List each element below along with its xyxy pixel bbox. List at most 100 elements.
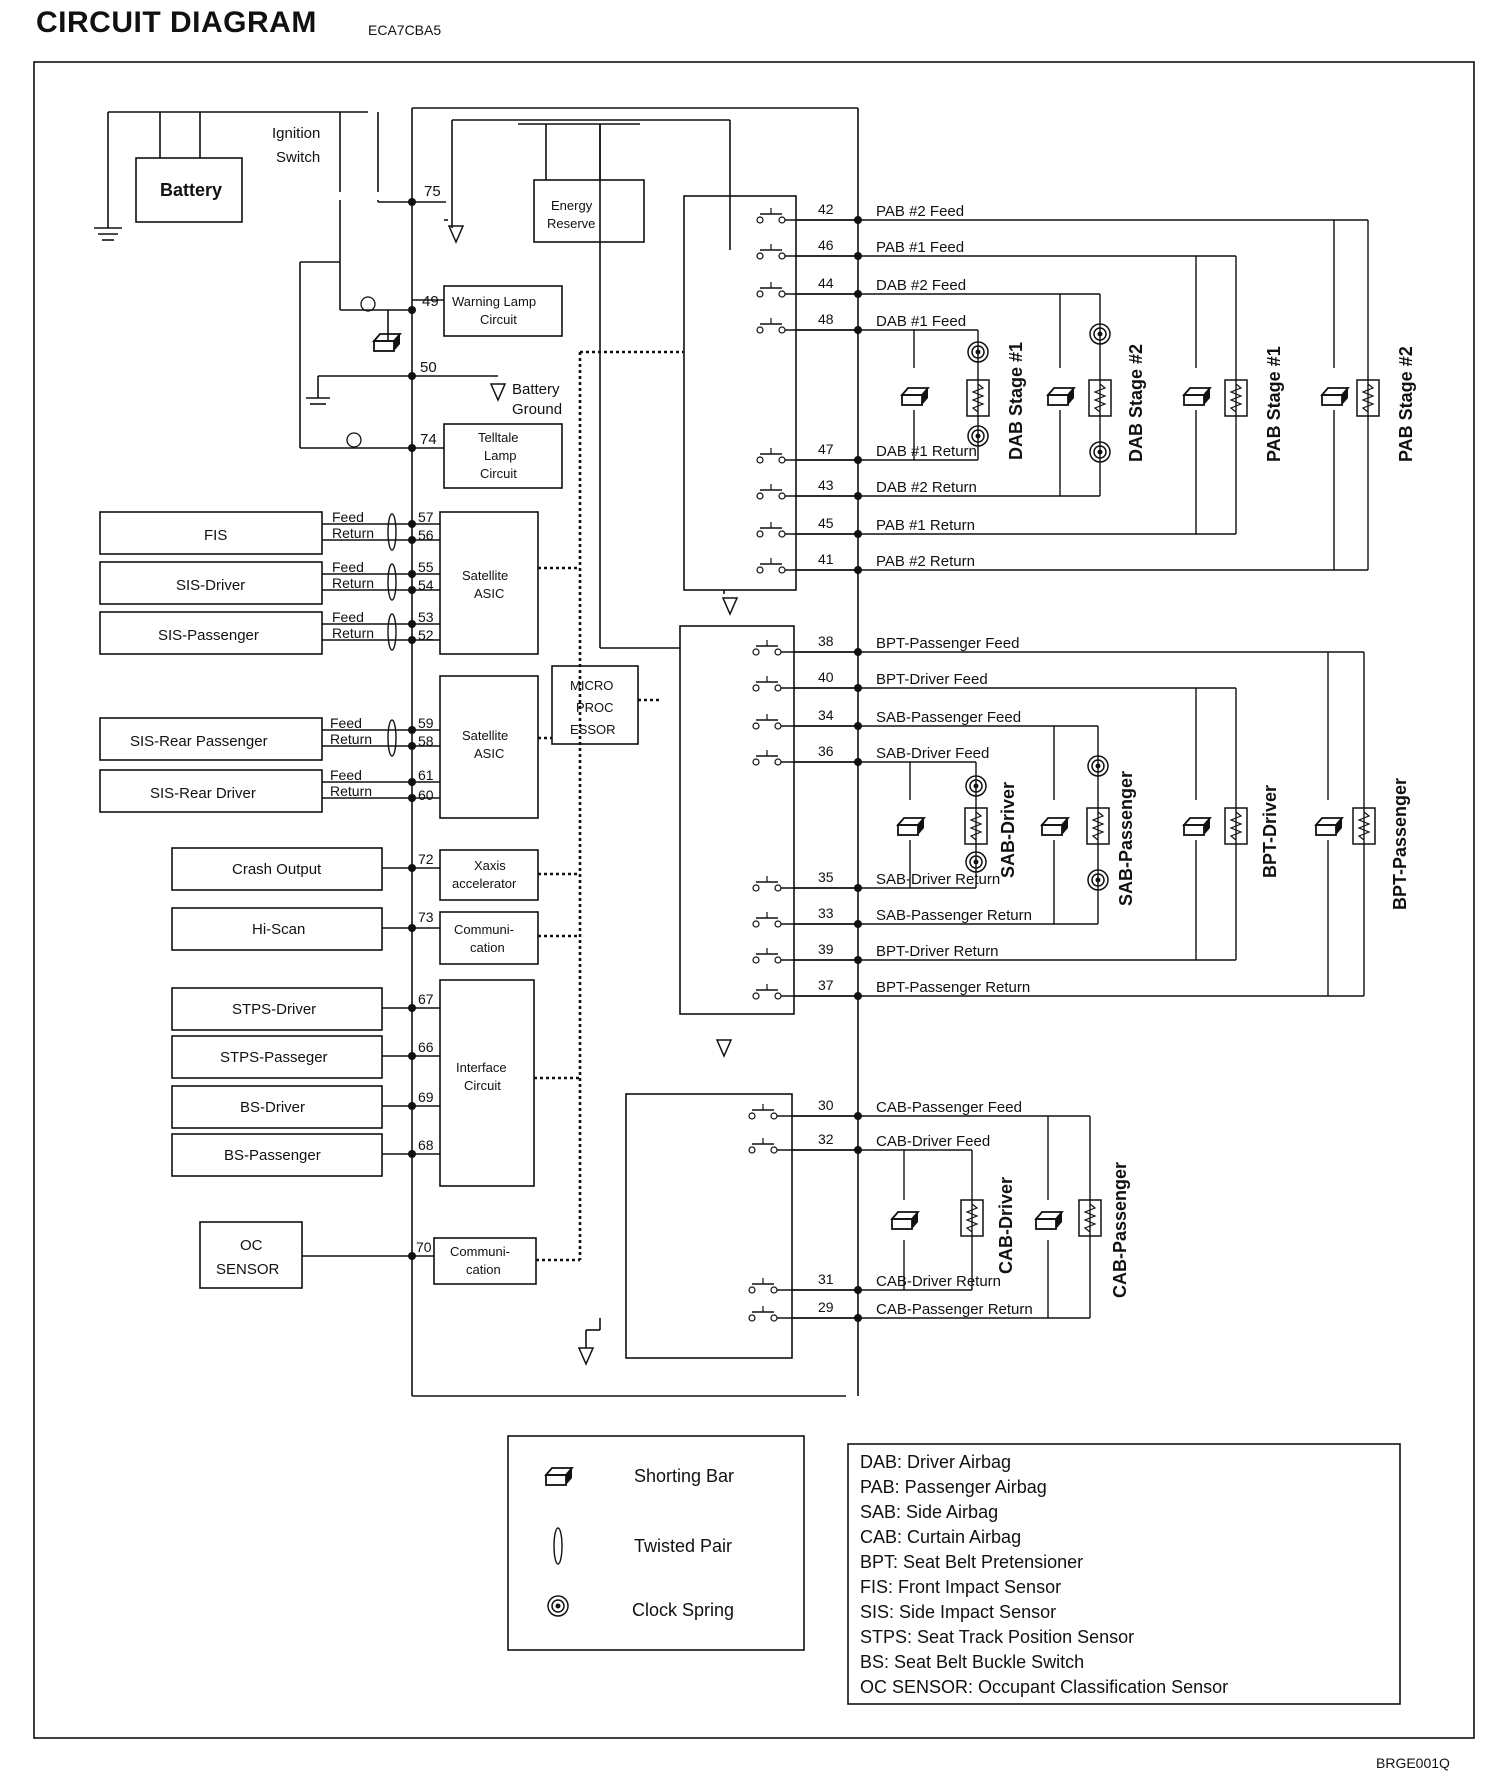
pin-61: 61 <box>418 767 434 783</box>
output-pin-43: 43 <box>818 477 834 493</box>
sis-driver-label: SIS-Driver <box>176 577 245 594</box>
abbreviation-item: CAB: Curtain Airbag <box>860 1527 1021 1547</box>
return-label: Return <box>332 525 374 541</box>
switch-symbol <box>748 1305 778 1322</box>
stps-passenger-label: STPS-Passeger <box>220 1049 328 1066</box>
output-label: SAB-Driver Feed <box>876 745 989 762</box>
output-label: PAB #1 Feed <box>876 239 964 256</box>
abbreviation-item: PAB: Passenger Airbag <box>860 1477 1047 1497</box>
output-pin-41: 41 <box>818 551 834 567</box>
battery-ground-2: Ground <box>512 401 562 418</box>
telltale-2: Lamp <box>484 448 517 463</box>
figure-code: BRGE001Q <box>1376 1755 1450 1771</box>
crash-output-label: Crash Output <box>232 861 322 878</box>
switch-symbol <box>748 1103 778 1120</box>
switch-symbol <box>752 983 782 1000</box>
pab-stage-1-label: PAB Stage #1 <box>1264 346 1284 462</box>
output-label: BPT-Driver Feed <box>876 671 988 688</box>
output-pin-36: 36 <box>818 743 834 759</box>
switch-symbol <box>748 1277 778 1294</box>
output-pin-29: 29 <box>818 1299 834 1315</box>
switch-symbol <box>752 749 782 766</box>
output-label: SAB-Passenger Return <box>876 907 1032 924</box>
satellite-asic-1: Satellite <box>462 728 508 743</box>
output-pin-37: 37 <box>818 977 834 993</box>
pin-58: 58 <box>418 733 434 749</box>
return-label: Return <box>330 731 372 747</box>
legend-shorting-bar: Shorting Bar <box>634 1466 734 1486</box>
switch-symbol <box>756 483 786 500</box>
pin-50: 50 <box>420 359 437 376</box>
output-label: CAB-Passenger Return <box>876 1301 1033 1318</box>
abbreviation-item: DAB: Driver Airbag <box>860 1452 1011 1472</box>
return-label: Return <box>330 783 372 799</box>
output-label: CAB-Driver Return <box>876 1273 1001 1290</box>
pin-66: 66 <box>418 1039 434 1055</box>
stps-driver-label: STPS-Driver <box>232 1001 316 1018</box>
abbreviation-item: STPS: Seat Track Position Sensor <box>860 1627 1134 1647</box>
pin-52: 52 <box>418 627 434 643</box>
cab-driver-label: CAB-Driver <box>996 1177 1016 1274</box>
oc-sensor-label-2: SENSOR <box>216 1261 280 1278</box>
battery-label: Battery <box>160 180 222 200</box>
output-pin-47: 47 <box>818 441 834 457</box>
legend-clock-spring: Clock Spring <box>632 1600 734 1620</box>
satellite-asic-2: ASIC <box>474 746 504 761</box>
switch-symbol <box>752 947 782 964</box>
page-title: CIRCUIT DIAGRAM <box>36 6 317 39</box>
sis-passenger-label: SIS-Passenger <box>158 627 259 644</box>
output-label: BPT-Passenger Feed <box>876 635 1019 652</box>
switch-symbol <box>752 639 782 656</box>
pin-57: 57 <box>418 509 434 525</box>
output-pin-39: 39 <box>818 941 834 957</box>
pin-68: 68 <box>418 1137 434 1153</box>
output-label: DAB #1 Return <box>876 443 977 460</box>
bs-driver-label: BS-Driver <box>240 1099 305 1116</box>
pin-69: 69 <box>418 1089 434 1105</box>
switch-symbol <box>756 521 786 538</box>
output-pin-44: 44 <box>818 275 834 291</box>
pin-53: 53 <box>418 609 434 625</box>
energy-reserve-1: Energy <box>551 198 593 213</box>
sis-rear-passenger-label: SIS-Rear Passenger <box>130 733 268 750</box>
sab-driver-label: SAB-Driver <box>998 782 1018 878</box>
output-label: PAB #2 Return <box>876 553 975 570</box>
output-label: DAB #1 Feed <box>876 313 966 330</box>
feed-label: Feed <box>332 609 364 625</box>
output-label: DAB #2 Return <box>876 479 977 496</box>
output-pin-32: 32 <box>818 1131 834 1147</box>
output-label: DAB #2 Feed <box>876 277 966 294</box>
output-pin-38: 38 <box>818 633 834 649</box>
sab-passenger-label: SAB-Passenger <box>1116 771 1136 906</box>
output-pin-42: 42 <box>818 201 834 217</box>
bs-passenger-label: BS-Passenger <box>224 1147 321 1164</box>
output-label: SAB-Driver Return <box>876 871 1000 888</box>
switch-symbol <box>756 557 786 574</box>
output-label: PAB #2 Feed <box>876 203 964 220</box>
bpt-driver-label: BPT-Driver <box>1260 785 1280 878</box>
return-label: Return <box>332 625 374 641</box>
abbreviation-item: FIS: Front Impact Sensor <box>860 1577 1061 1597</box>
switch-symbol <box>752 911 782 928</box>
output-pin-31: 31 <box>818 1271 834 1287</box>
cab-passenger-label: CAB-Passenger <box>1110 1162 1130 1298</box>
feed-label: Feed <box>332 509 364 525</box>
pin-59: 59 <box>418 715 434 731</box>
abbreviation-item: SAB: Side Airbag <box>860 1502 998 1522</box>
feed-label: Feed <box>330 715 362 731</box>
return-label: Return <box>332 575 374 591</box>
output-label: CAB-Driver Feed <box>876 1133 990 1150</box>
satellite-asic-2: ASIC <box>474 586 504 601</box>
output-label: PAB #1 Return <box>876 517 975 534</box>
pin-72: 72 <box>418 851 434 867</box>
output-label: SAB-Passenger Feed <box>876 709 1021 726</box>
output-label: CAB-Passenger Feed <box>876 1099 1022 1116</box>
energy-reserve-2: Reserve <box>547 216 595 231</box>
pin-70: 70 <box>416 1239 432 1255</box>
output-pin-48: 48 <box>818 311 834 327</box>
pab-stage-2-label: PAB Stage #2 <box>1396 346 1416 462</box>
communication-2: cation <box>466 1262 501 1277</box>
pin-49: 49 <box>422 293 439 310</box>
micro-2: PROC <box>576 700 614 715</box>
warning-lamp-2: Circuit <box>480 312 517 327</box>
